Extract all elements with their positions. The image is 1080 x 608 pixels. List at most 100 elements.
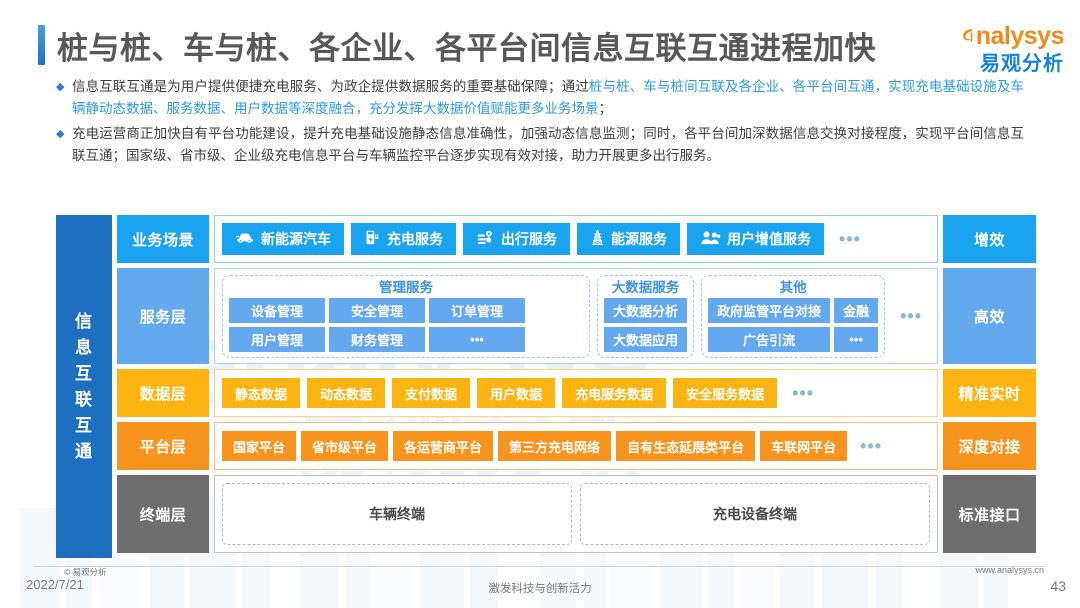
row-body-business: 新能源汽车 充电服务 出行服务 — [214, 215, 938, 263]
cell-security-management[interactable]: 安全管理 — [329, 297, 425, 323]
chip-provincial-platform[interactable]: 省市级平台 — [301, 431, 389, 461]
row-body-data: 静态数据 动态数据 支付数据 用户数据 充电服务数据 安全服务数据 ••• — [214, 369, 938, 417]
cell-big-data-application[interactable]: 大数据应用 — [604, 326, 688, 352]
footer-website[interactable]: www.analysys.cn — [975, 565, 1044, 575]
row-label-service: 服务层 — [117, 268, 209, 364]
brand-logo-cn: 易观分析 — [980, 53, 1064, 75]
cell-user-management[interactable]: 用户管理 — [229, 326, 325, 352]
power-tower-icon — [590, 229, 605, 250]
cell-finance[interactable]: 金融 — [834, 297, 879, 323]
location-pin-icon — [476, 229, 495, 249]
chip-label: 能源服务 — [611, 231, 667, 247]
footer-date: 2022/7/21 — [26, 577, 84, 592]
bullet-item: ◆ 充电运营商正加快自有平台功能建设，提升充电基础设施静态信息准确性，加强动态信… — [56, 123, 1036, 167]
box-charging-equipment-terminal[interactable]: 充电设备终端 — [580, 483, 930, 545]
brand-logo: nalysys 易观分析 — [956, 22, 1065, 75]
chip-label: 充电服务 — [387, 231, 443, 247]
row-terminal-layer: 终端层 车辆终端 充电设备终端 标准接口 — [117, 475, 1036, 553]
side-band-label: 信息互联互通 — [75, 311, 93, 461]
row-outcome-service: 高效 — [943, 268, 1036, 364]
chip-label: 出行服务 — [501, 231, 557, 247]
more-dots-platform[interactable]: ••• — [860, 435, 882, 456]
group-big-data-service: 大数据服务 大数据分析 大数据应用 — [597, 274, 695, 358]
row-outcome-business: 增效 — [943, 215, 1036, 263]
cell-order-management[interactable]: 订单管理 — [429, 297, 525, 323]
chip-security-service-data[interactable]: 安全服务数据 — [673, 378, 778, 408]
group-management-service: 管理服务 设备管理 用户管理 安全管理 财务管理 — [222, 274, 591, 358]
chip-dynamic-data[interactable]: 动态数据 — [307, 378, 386, 408]
cell-big-data-analysis[interactable]: 大数据分析 — [604, 297, 688, 323]
diagram-rows: 业务场景 新能源汽车 充电服务 — [117, 215, 1036, 558]
title-accent-bar — [38, 25, 45, 65]
group-other-service: 其他 政府监管平台对接 广告引流 金融 ••• — [701, 274, 886, 358]
users-icon — [700, 230, 721, 249]
bullet-item: ◆ 信息互联互通是为用户提供便捷充电服务、为政企提供数据服务的重要基础保障；通过… — [56, 76, 1036, 120]
chip-static-data[interactable]: 静态数据 — [222, 378, 301, 408]
bullet-list: ◆ 信息互联互通是为用户提供便捷充电服务、为政企提供数据服务的重要基础保障；通过… — [56, 76, 1036, 170]
cell-finance-management[interactable]: 财务管理 — [329, 326, 425, 352]
diamond-bullet-icon: ◆ — [56, 81, 65, 93]
row-label-business: 业务场景 — [117, 215, 209, 263]
more-dots-business[interactable]: ••• — [839, 228, 861, 249]
bullet-segment: 信息互联互通是为用户提供便捷充电服务、为政企提供数据服务的重要基础保障；通过 — [72, 79, 589, 94]
brand-logo-en: nalysys — [956, 22, 1065, 50]
row-label-terminal: 终端层 — [117, 475, 209, 553]
chip-user-data[interactable]: 用户数据 — [477, 378, 556, 408]
bullet-segment-highlight: 桩与桩、车与桩间互联及各企业、各平台间互通，实现充电基础设施及车辆静动态数据、服… — [72, 79, 1025, 116]
chip-operator-platform[interactable]: 各运营商平台 — [393, 431, 494, 461]
footer-copyright: © 易观分析 — [64, 567, 107, 577]
row-platform-layer: 平台层 国家平台 省市级平台 各运营商平台 第三方充电网络 自有生态延展类平台 … — [117, 422, 1036, 470]
row-body-terminal: 车辆终端 充电设备终端 — [214, 475, 938, 553]
chip-charging-service[interactable]: 充电服务 — [351, 223, 456, 255]
row-label-platform: 平台层 — [117, 422, 209, 470]
cell-device-management[interactable]: 设备管理 — [229, 297, 325, 323]
brand-logo-en-text: nalysys — [975, 22, 1065, 50]
footer-slogan: 激发科技与创新活力 — [488, 583, 592, 595]
footer-divider — [34, 566, 1046, 567]
analysys-swirl-icon — [956, 25, 975, 44]
cell-other-more[interactable]: ••• — [834, 326, 879, 352]
chip-charging-service-data[interactable]: 充电服务数据 — [562, 378, 667, 408]
more-dots-service[interactable]: ••• — [900, 305, 922, 326]
row-outcome-platform: 深度对接 — [943, 422, 1036, 470]
bullet-segment: ； — [598, 101, 613, 116]
chip-label: 新能源汽车 — [261, 231, 331, 247]
row-body-service: 管理服务 设备管理 用户管理 安全管理 财务管理 — [214, 268, 938, 364]
group-title: 大数据服务 — [611, 279, 680, 295]
row-label-data: 数据层 — [117, 369, 209, 417]
chip-user-value-added-service[interactable]: 用户增值服务 — [687, 223, 824, 255]
row-outcome-terminal: 标准接口 — [943, 475, 1036, 553]
chip-payment-data[interactable]: 支付数据 — [392, 378, 471, 408]
chip-new-energy-vehicle[interactable]: 新能源汽车 — [222, 223, 344, 255]
cell-management-more[interactable]: ••• — [429, 326, 525, 352]
car-icon — [235, 230, 255, 248]
row-data-layer: 数据层 静态数据 动态数据 支付数据 用户数据 充电服务数据 安全服务数据 ••… — [117, 369, 1036, 417]
chip-national-platform[interactable]: 国家平台 — [222, 431, 297, 461]
row-body-platform: 国家平台 省市级平台 各运营商平台 第三方充电网络 自有生态延展类平台 车联网平… — [214, 422, 938, 470]
box-vehicle-terminal[interactable]: 车辆终端 — [222, 483, 572, 545]
row-business-scenario: 业务场景 新能源汽车 充电服务 — [117, 215, 1036, 263]
chip-third-party-network[interactable]: 第三方充电网络 — [498, 431, 612, 461]
bullet-segment: 充电运营商正加快自有平台功能建设，提升充电基础设施静态信息准确性，加强动态信息监… — [72, 126, 1024, 163]
footer-page-number: 43 — [1050, 578, 1066, 594]
group-title: 管理服务 — [379, 279, 434, 295]
page-title-row: 桩与桩、车与桩、各企业、各平台间信息互联互通进程加快 — [38, 22, 1080, 68]
charger-icon — [364, 229, 381, 249]
more-dots-data[interactable]: ••• — [792, 382, 814, 403]
architecture-diagram: 信息互联互通 业务场景 新能源汽车 — [56, 215, 1036, 558]
chip-travel-service[interactable]: 出行服务 — [463, 223, 570, 255]
bullet-text: 充电运营商正加快自有平台功能建设，提升充电基础设施静态信息准确性，加强动态信息监… — [72, 123, 1024, 167]
cell-gov-platform-docking[interactable]: 政府监管平台对接 — [708, 297, 831, 323]
cell-ad-traffic[interactable]: 广告引流 — [708, 326, 831, 352]
chip-energy-service[interactable]: 能源服务 — [577, 223, 680, 255]
row-outcome-data: 精准实时 — [943, 369, 1036, 417]
page-title: 桩与桩、车与桩、各企业、各平台间信息互联互通进程加快 — [57, 30, 876, 66]
diamond-bullet-icon: ◆ — [56, 128, 65, 140]
group-title: 其他 — [779, 279, 807, 295]
chip-own-ecosystem-platform[interactable]: 自有生态延展类平台 — [616, 431, 756, 461]
side-band-interconnection: 信息互联互通 — [56, 215, 112, 558]
chip-iov-platform[interactable]: 车联网平台 — [760, 431, 848, 461]
chip-label: 用户增值服务 — [727, 231, 811, 247]
bullet-text: 信息互联互通是为用户提供便捷充电服务、为政企提供数据服务的重要基础保障；通过桩与… — [72, 76, 1024, 120]
